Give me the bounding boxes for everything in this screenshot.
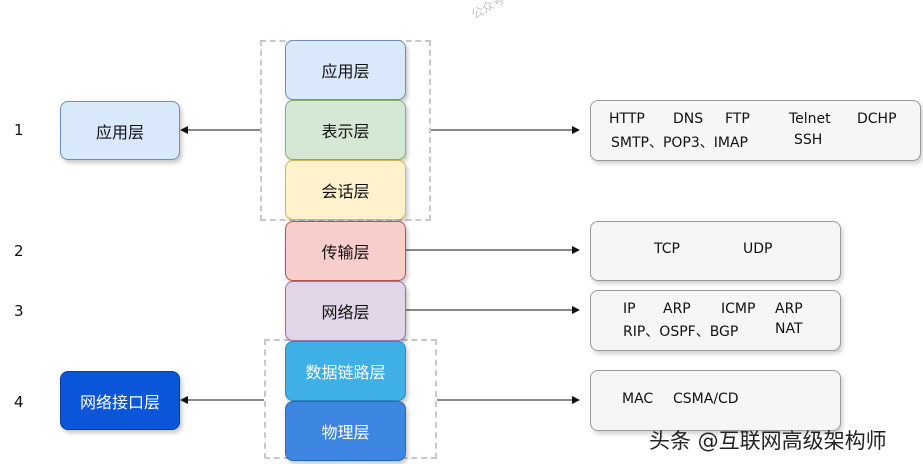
protocol-arp-2: ARP [775,301,803,317]
row-number-2: 2 [14,242,24,260]
protocol-tcp: TCP [654,241,680,257]
transport-protocols-box: TCP UDP [590,221,841,281]
network-protocols-box: IP ARP ICMP ARP RIP、OSPF、BGP NAT [590,290,841,351]
row-number-1: 1 [14,121,24,139]
protocol-icmp: ICMP [721,301,756,317]
row-number-4: 4 [14,393,24,411]
tcpip-application-layer: 应用层 [60,101,180,160]
protocol-ssh: SSH [794,132,823,148]
protocol-mac: MAC [622,391,654,407]
datalink-protocols-box: MAC CSMA/CD [590,370,841,431]
protocol-ftp: FTP [725,111,750,127]
row-number-3: 3 [14,302,24,320]
protocol-nat: NAT [775,321,803,337]
osi-presentation-layer: 表示层 [285,100,406,160]
protocol-csma-cd: CSMA/CD [673,391,739,407]
protocol-http: HTTP [609,111,645,127]
protocol-ip: IP [623,301,636,317]
osi-session-layer: 会话层 [285,160,406,220]
osi-application-layer: 应用层 [285,40,406,100]
osi-network-layer: 网络层 [285,281,406,341]
protocol-mail-group: SMTP、POP3、IMAP [611,135,748,151]
tcpip-network-interface-layer: 网络接口层 [60,371,180,430]
application-protocols-box: HTTP DNS FTP Telnet DCHP SMTP、POP3、IMAP … [590,100,921,161]
protocol-dns: DNS [673,111,704,127]
protocol-routing-group: RIP、OSPF、BGP [623,324,739,340]
protocol-dchp: DCHP [857,111,897,127]
osi-datalink-layer: 数据链路层 [285,341,406,401]
protocol-telnet: Telnet [789,111,831,127]
protocol-arp: ARP [663,301,691,317]
protocol-udp: UDP [743,241,773,257]
osi-physical-layer: 物理层 [285,401,406,461]
footer-credit: 头条 @互联网高级架构师 [649,429,887,453]
osi-transport-layer: 传输层 [285,221,406,281]
